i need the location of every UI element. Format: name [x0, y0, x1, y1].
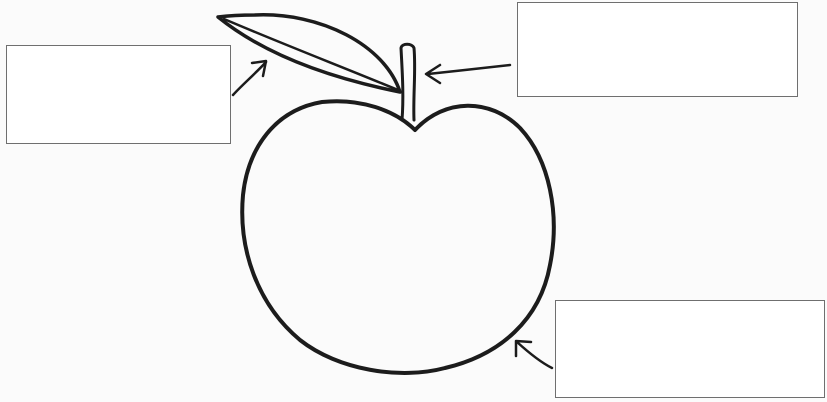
arrow-to-stem	[428, 65, 510, 74]
apple-stem	[401, 44, 415, 120]
arrow-to-leaf	[233, 62, 266, 95]
leaf-label-box[interactable]	[6, 45, 231, 144]
apple-body	[242, 101, 554, 373]
stem-label-box[interactable]	[517, 2, 798, 97]
arrow-to-skin	[517, 342, 552, 368]
skin-label-box[interactable]	[555, 300, 825, 398]
